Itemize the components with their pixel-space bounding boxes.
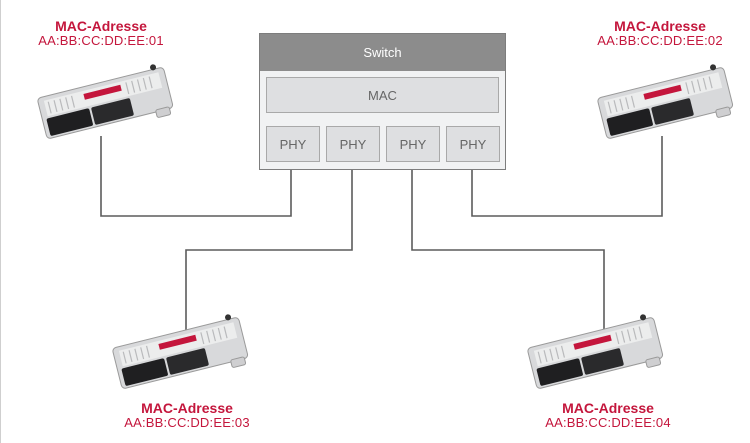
device-3-address: AA:BB:CC:DD:EE:03 <box>124 415 250 431</box>
device-4-label: MAC-Adresse AA:BB:CC:DD:EE:04 <box>518 400 698 431</box>
divider <box>0 0 1 443</box>
mac-block: MAC <box>266 77 499 113</box>
device-3-title: MAC-Adresse <box>141 400 233 416</box>
device-2-address: AA:BB:CC:DD:EE:02 <box>597 33 723 49</box>
ecu-device-4-image <box>527 314 664 389</box>
ecu-device-2-image <box>597 64 734 139</box>
ecu-device-3-image <box>112 314 249 389</box>
device-1-address: AA:BB:CC:DD:EE:01 <box>38 33 164 49</box>
ecu-device-1-image <box>37 64 174 139</box>
device-2-title: MAC-Adresse <box>614 18 706 34</box>
phy-port-3: PHY <box>386 126 440 162</box>
link-phy2-device3 <box>185 170 353 330</box>
phy-port-4: PHY <box>446 126 500 162</box>
device-3-label: MAC-Adresse AA:BB:CC:DD:EE:03 <box>97 400 277 431</box>
device-1-label: MAC-Adresse AA:BB:CC:DD:EE:01 <box>11 18 191 49</box>
phy-port-2: PHY <box>326 126 380 162</box>
switch-title: Switch <box>260 34 505 71</box>
device-4-title: MAC-Adresse <box>562 400 654 416</box>
device-2-label: MAC-Adresse AA:BB:CC:DD:EE:02 <box>570 18 750 49</box>
device-1-title: MAC-Adresse <box>55 18 147 34</box>
device-4-address: AA:BB:CC:DD:EE:04 <box>545 415 671 431</box>
link-phy3-device4 <box>411 170 605 330</box>
link-phy1-device1 <box>100 136 292 217</box>
link-phy4-device2 <box>471 136 663 217</box>
switch-box: Switch MAC PHY PHY PHY PHY <box>259 33 506 170</box>
phy-port-1: PHY <box>266 126 320 162</box>
